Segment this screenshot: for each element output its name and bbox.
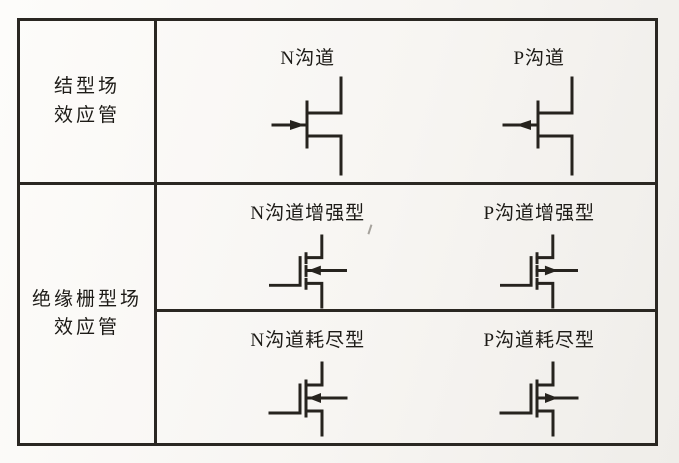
fet-classification-table: 结型场 效应管 N沟道 P沟道 [17, 18, 658, 446]
cell-jfet-p-channel: P沟道 [424, 21, 656, 182]
subrow-enhancement: N沟道增强型 P沟道增强型 [157, 185, 655, 312]
p-channel-enhancement-mosfet-symbol [500, 234, 579, 309]
n-channel-depletion-mosfet-symbol [268, 361, 348, 437]
p-channel-jfet-symbol [502, 76, 574, 176]
subrow-depletion: N沟道耗尽型 P沟道耗尽型 [157, 312, 655, 443]
mosfet-enh-n-label: N沟道增强型 [250, 203, 366, 224]
row-igfet: 绝缘栅型场 效应管 N沟道增强型 [20, 185, 655, 443]
n-channel-enhancement-mosfet-symbol [268, 234, 347, 309]
jfet-symbols-area: N沟道 P沟道 [157, 21, 655, 182]
row-header-igfet: 绝缘栅型场 效应管 [20, 185, 157, 443]
row-header-jfet-line2: 效应管 [53, 104, 120, 126]
row-jfet: 结型场 效应管 N沟道 P沟道 [20, 21, 655, 185]
mosfet-dep-n-label: N沟道耗尽型 [250, 330, 366, 351]
row-header-jfet: 结型场 效应管 [20, 21, 157, 182]
row-header-igfet-line1: 绝缘栅型场 [31, 288, 142, 310]
cell-mosfet-enh-p: P沟道增强型 [424, 185, 656, 309]
jfet-n-label: N沟道 [280, 48, 336, 69]
igfet-symbols-area: N沟道增强型 P沟道增强型 [157, 185, 655, 443]
cell-mosfet-enh-n: N沟道增强型 [192, 185, 424, 309]
row-header-igfet-line2: 效应管 [53, 317, 120, 338]
jfet-p-label: P沟道 [513, 48, 566, 69]
mosfet-dep-p-label: P沟道耗尽型 [483, 330, 596, 351]
cell-mosfet-dep-p: P沟道耗尽型 [424, 312, 656, 443]
row-header-jfet-line1: 结型场 [53, 76, 120, 97]
cell-jfet-n-channel: N沟道 [192, 21, 424, 182]
n-channel-jfet-symbol [271, 76, 343, 176]
mosfet-enh-p-label: P沟道增强型 [483, 203, 596, 224]
cell-mosfet-dep-n: N沟道耗尽型 [192, 312, 424, 443]
p-channel-depletion-mosfet-symbol [499, 361, 579, 437]
